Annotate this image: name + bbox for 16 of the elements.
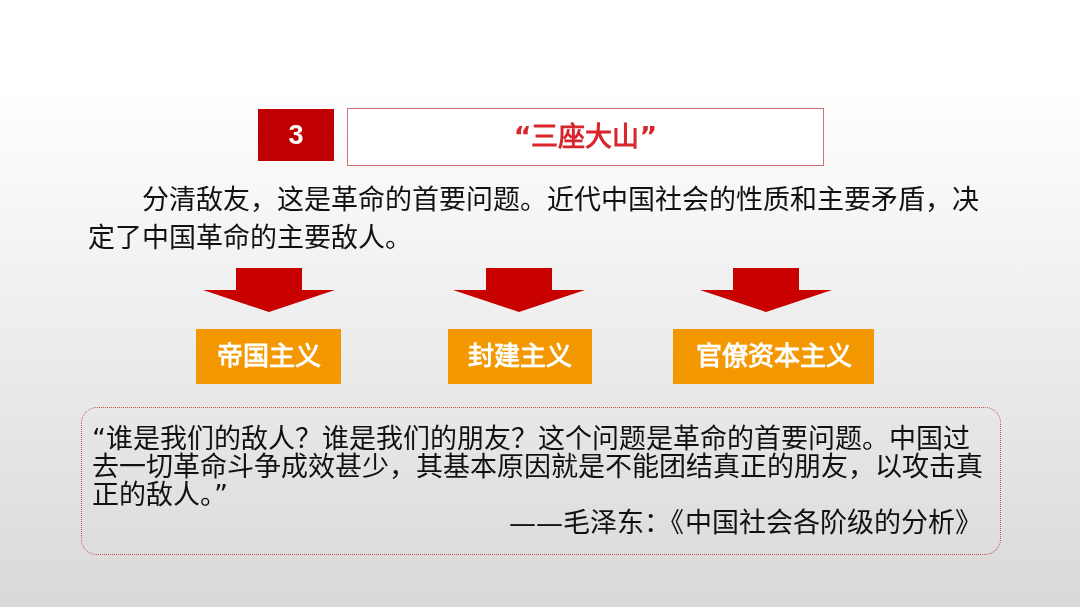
enemy-label: 帝国主义 — [216, 342, 321, 371]
enemy-box — [673, 329, 874, 384]
enemy-box — [448, 329, 592, 384]
number-badge — [258, 109, 334, 161]
quote-text: “谁是我们的敌人？谁是我们的朋友？这个问题是革命的首要问题。中国过去一切革命斗争成效甚少，其基本原因就是不能团结真正的朋友，以攻击真正的敌人。” — [92, 425, 984, 509]
enemy-label: 官僚资本主义 — [695, 342, 852, 371]
section-number: 3 — [288, 121, 304, 149]
block-arrow — [203, 268, 335, 312]
intro-paragraph: 分清敌友，这是革命的首要问题。近代中国社会的性质和主要矛盾，决定了中国革命的主要敌人。 — [88, 181, 990, 257]
title-box — [347, 108, 824, 166]
title-text: “三座大山” — [513, 122, 658, 152]
enemy-label: 封建主义 — [468, 342, 572, 371]
enemy-box — [196, 329, 341, 384]
block-arrow — [700, 268, 832, 312]
block-arrow — [453, 268, 585, 312]
attribution-text: ——毛泽东：《中国社会各阶级的分析》 — [509, 506, 982, 540]
